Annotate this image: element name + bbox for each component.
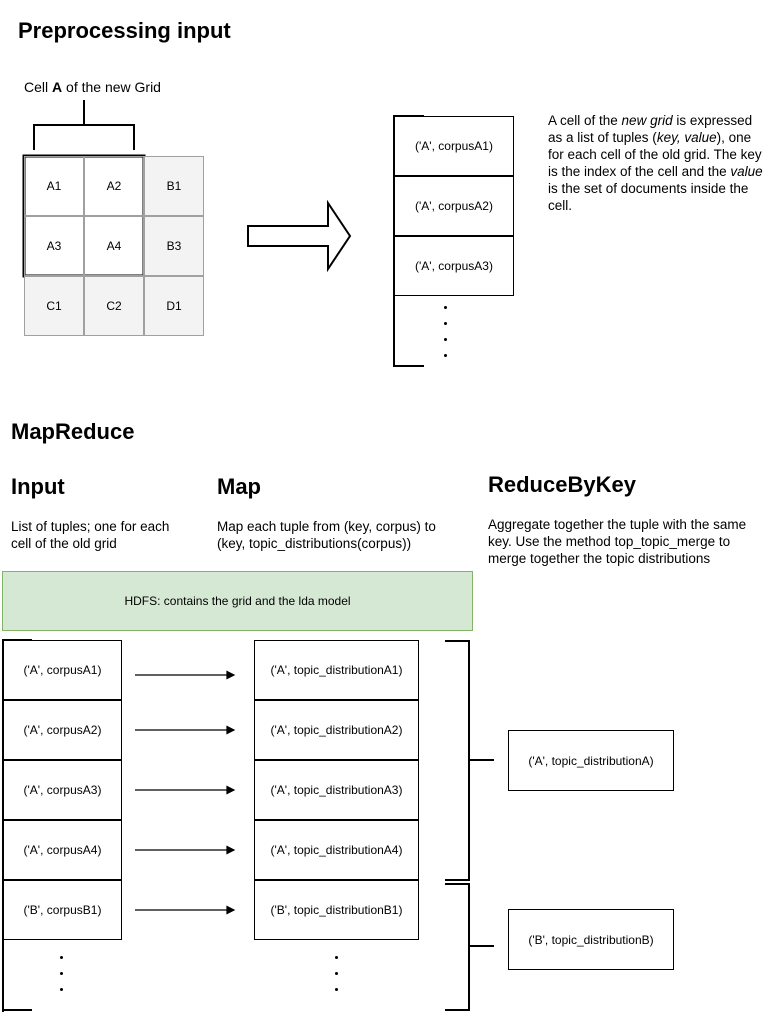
reduce-heading: ReduceByKey bbox=[488, 472, 636, 497]
cell-a-bracket bbox=[33, 100, 135, 150]
reduce-bracket-b bbox=[445, 883, 494, 1011]
ellipsis-dots bbox=[335, 956, 341, 1004]
map-output-tuple: ('A', topic_distributionA3) bbox=[254, 760, 419, 820]
grid-cell-a3: A3 bbox=[24, 216, 84, 276]
grid-cell-a4: A4 bbox=[84, 216, 144, 276]
input-tuple: ('A', corpusA4) bbox=[3, 820, 122, 880]
grid-cell-a1: A1 bbox=[24, 156, 84, 216]
grid-cell-b1: B1 bbox=[144, 156, 204, 216]
ellipsis-dots bbox=[60, 956, 66, 1004]
map-description: Map each tuple from (key, corpus) to (ke… bbox=[217, 519, 436, 551]
grid-cell-d1: D1 bbox=[144, 276, 204, 336]
input-tuple: ('A', corpusA3) bbox=[3, 760, 122, 820]
input-tuple: ('B', corpusB1) bbox=[3, 880, 122, 940]
ellipsis-dots bbox=[444, 306, 450, 370]
grid-cell-c2: C2 bbox=[84, 276, 144, 336]
map-output-tuple: ('B', topic_distributionB1) bbox=[254, 880, 419, 940]
reduce-description: Aggregate together the tuple with the sa… bbox=[488, 517, 747, 566]
input-tuple: ('A', corpusA1) bbox=[3, 640, 122, 700]
tuple-box: ('A', corpusA2) bbox=[394, 176, 514, 236]
input-description: List of tuples; one for each cell of the… bbox=[11, 519, 170, 551]
new-grid-description: A cell of the new grid is expressed as a… bbox=[548, 113, 763, 213]
input-heading: Input bbox=[11, 474, 65, 499]
reduced-tuple: ('B', topic_distributionB) bbox=[508, 909, 674, 970]
reduced-tuple: ('A', topic_distributionA) bbox=[508, 730, 674, 791]
preprocessing-title: Preprocessing input bbox=[18, 18, 231, 43]
map-output-tuple: ('A', topic_distributionA2) bbox=[254, 700, 419, 760]
grid-cell-b3: B3 bbox=[144, 216, 204, 276]
map-output-tuple: ('A', topic_distributionA4) bbox=[254, 820, 419, 880]
big-arrow bbox=[247, 199, 352, 273]
cell-a-label: Cell A of the new Grid bbox=[24, 79, 161, 95]
grid-cell-c1: C1 bbox=[24, 276, 84, 336]
mapreduce-title: MapReduce bbox=[11, 419, 135, 444]
reduce-bracket-a bbox=[445, 640, 494, 881]
input-tuple: ('A', corpusA2) bbox=[3, 700, 122, 760]
map-heading: Map bbox=[217, 474, 261, 499]
hdfs-banner: HDFS: contains the grid and the lda mode… bbox=[2, 571, 473, 631]
map-output-tuple: ('A', topic_distributionA1) bbox=[254, 640, 419, 700]
map-arrows bbox=[135, 670, 236, 915]
tuple-box: ('A', corpusA3) bbox=[394, 236, 514, 296]
grid-cell-a2: A2 bbox=[84, 156, 144, 216]
tuple-box: ('A', corpusA1) bbox=[394, 116, 514, 176]
